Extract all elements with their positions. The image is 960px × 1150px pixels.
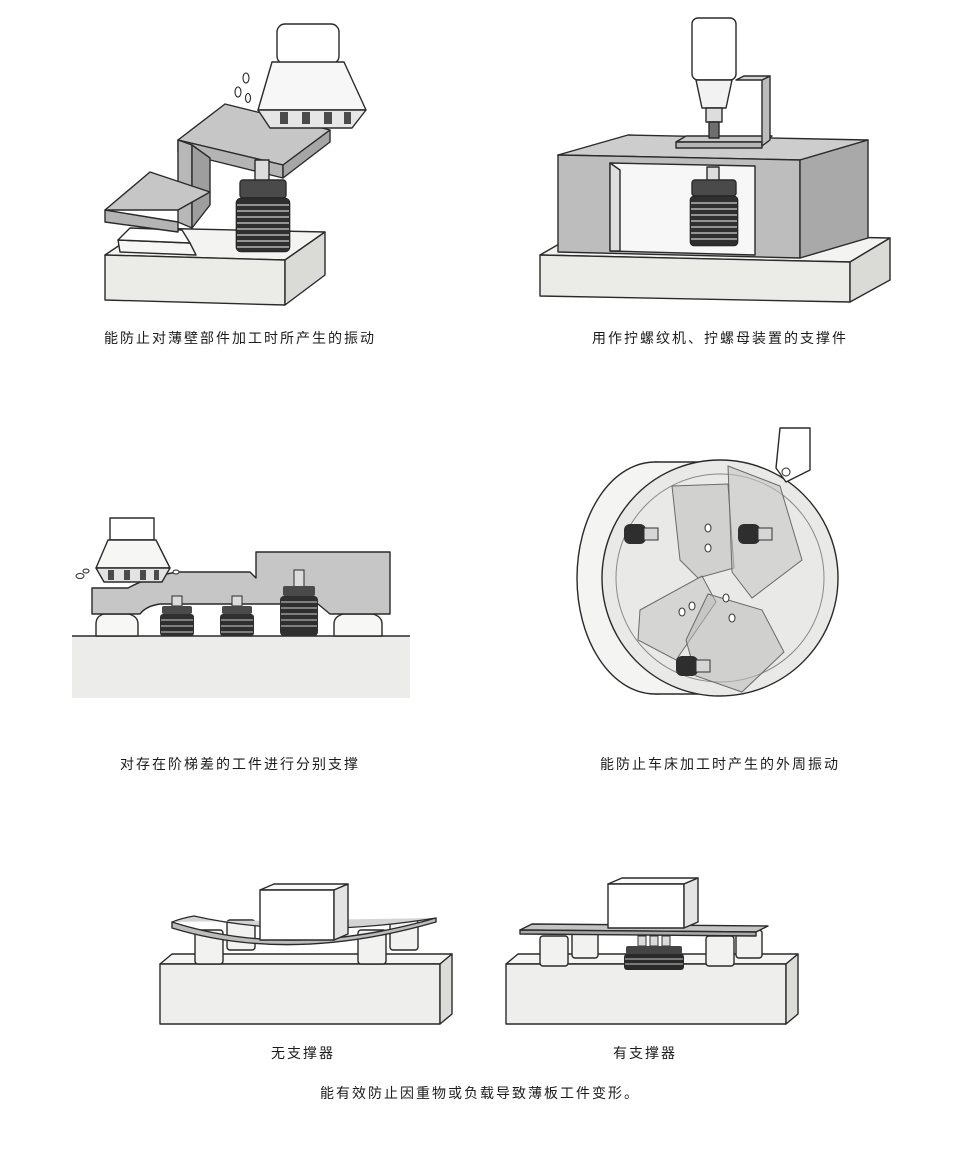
left-pad [95,613,139,637]
base-block-front [104,254,286,306]
base-block-side [284,231,326,306]
support-plunger [254,159,270,183]
with-support-illustration [505,877,799,1025]
jaw-top [671,483,735,579]
thin-wall-illustration [104,23,367,306]
comparison-section: 无支撑器 有支撑器 能有效防止因重物或负载导致薄板工件变形。 [0,860,960,1150]
support-1 [160,595,194,636]
milling-cutter [95,539,171,569]
caption-tapping: 用作拧螺纹机、拧螺母装置的支撑件 [592,331,848,347]
panel-tapping: 用作拧螺纹机、拧螺母装置的支撑件 [480,0,960,360]
bent-thin-plate [171,917,437,946]
comparison-summary: 能有效防止因重物或负载导致薄板工件变形。 [320,1086,640,1102]
heavy-load-block [259,889,335,941]
workpiece-lower-top [104,171,211,211]
without-support-illustration [159,883,453,1025]
support-thread [235,197,291,253]
lathe-illustration [576,427,839,697]
panel-lathe: 能防止车床加工时产生的外周振动 [480,400,960,800]
spindle [109,517,155,541]
chips [234,72,252,104]
label-without-support: 无支撑器 [271,1046,335,1062]
caption-thin-wall: 能防止对薄壁部件加工时所产生的振动 [104,331,376,347]
support-3-tall [280,569,318,636]
base-block [159,963,441,1025]
stepped-illustration [72,517,410,698]
label-with-support: 有支撑器 [613,1046,677,1062]
support-bottom [676,656,711,676]
bracket-plate [675,135,773,143]
right-pad [333,613,383,637]
support-top-left [624,524,659,544]
caption-stepped: 对存在阶梯差的工件进行分别支撑 [120,757,360,773]
caption-lathe: 能防止车床加工时产生的外周振动 [600,757,840,773]
tapping-spindle [691,17,737,81]
heavy-load-block [607,883,685,929]
milling-cutter [257,61,367,111]
spindle [276,23,340,65]
chips [75,568,180,579]
base-block [505,963,787,1025]
panel-stepped: 对存在阶梯差的工件进行分别支撑 [0,400,480,800]
base-plate-front [539,254,851,303]
bracket-wall [761,75,771,147]
tap-tool [708,121,720,139]
machine-table [72,636,410,698]
panel-thin-wall: 能防止对薄壁部件加工时所产生的振动 [0,0,480,360]
work-supports [624,935,684,970]
tapping-illustration [539,17,891,303]
support-2 [220,595,254,636]
support-top-right [738,524,773,544]
lathe-tool [775,427,811,483]
